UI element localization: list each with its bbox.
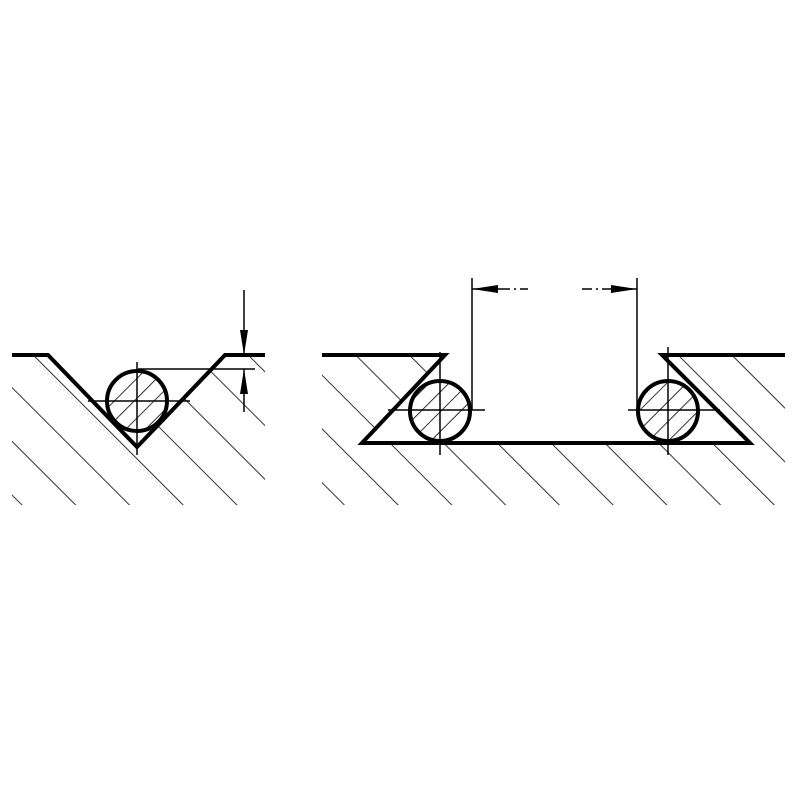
dovetail-profile: [322, 353, 785, 445]
ball-right-outline: [636, 379, 700, 443]
arrow-up-icon: [240, 369, 248, 394]
arrow-down-icon: [240, 330, 248, 355]
dovetail-section-hatch: [322, 357, 785, 505]
width-dimension: [471, 278, 638, 410]
depth-dimension: [240, 290, 248, 412]
arrow-left-icon: [472, 285, 498, 293]
v-groove-figure: [12, 290, 265, 505]
ball-left: [410, 381, 470, 441]
v-groove-section-hatch: [12, 357, 265, 505]
ball-right: [638, 381, 698, 441]
arrow-right-icon: [611, 285, 637, 293]
ball: [107, 371, 167, 431]
ball-outline: [105, 369, 169, 433]
ball-left-outline: [408, 379, 472, 443]
v-groove-inner-line: [139, 359, 223, 446]
dovetail-figure: [322, 278, 785, 505]
